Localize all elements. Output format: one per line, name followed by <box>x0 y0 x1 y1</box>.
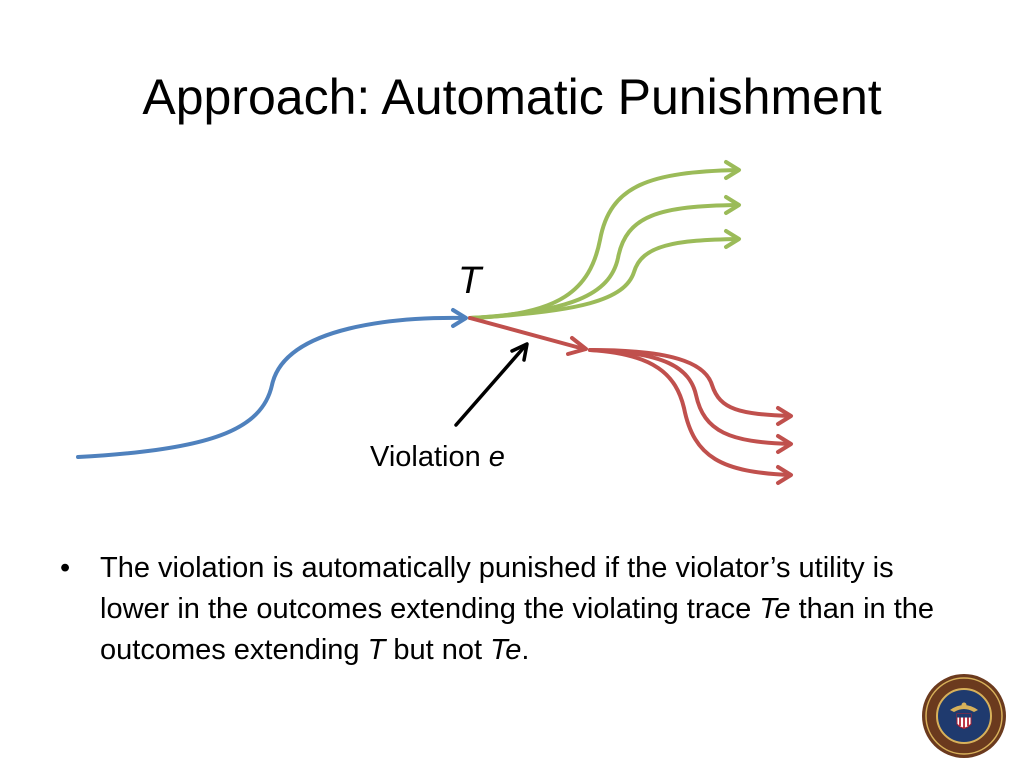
seal-chain-ring <box>936 688 992 744</box>
green-branch-1 <box>468 168 740 320</box>
bullet-text-part: but not <box>385 634 491 666</box>
violation-e-segment <box>468 316 586 351</box>
violation-label: Violation e <box>370 438 505 476</box>
navy-seal-icon <box>922 674 1006 758</box>
violation-e-arrowhead <box>566 336 588 356</box>
bullet-text-part: Te <box>759 593 791 625</box>
slide-title: Approach: Automatic Punishment <box>142 69 882 125</box>
red-branch-3-arrowhead <box>776 465 793 485</box>
green-branch-3-arrowhead <box>724 229 741 249</box>
trace-t-label: T <box>458 260 482 302</box>
seal-eagle-head <box>961 702 967 708</box>
bullet-text-part: The violation is automatically punished … <box>100 552 894 625</box>
trace-t-curve <box>76 315 466 459</box>
green-branch-2 <box>468 203 740 320</box>
bullet-text-part: . <box>521 634 530 666</box>
red-branch-1-arrowhead <box>776 406 793 426</box>
bullet-text: The violation is automatically punished … <box>100 548 960 671</box>
seal-gold-ring <box>925 677 1003 755</box>
violation-pointer-arrowhead <box>510 342 529 362</box>
violation-pointer-line <box>454 343 528 427</box>
bullet-text-part: Te <box>490 634 522 666</box>
green-branch-3 <box>468 237 740 320</box>
seal-shield-chief <box>957 714 971 718</box>
violation-label-prefix: Violation <box>370 441 489 473</box>
red-branch-3 <box>588 348 792 477</box>
bullet-text-part: T <box>367 634 386 666</box>
red-branch-2-arrowhead <box>776 434 793 454</box>
seal-eagle-wings <box>950 705 978 712</box>
red-branch-2 <box>588 348 792 446</box>
bullet-point: • The violation is automatically punishe… <box>60 548 960 671</box>
green-branch-2-arrowhead <box>724 195 741 215</box>
violation-label-variable: e <box>488 441 505 473</box>
bullet-text-part: than in the outcomes extending <box>100 593 935 666</box>
bullet-marker: • <box>60 552 71 584</box>
green-branch-1-arrowhead <box>724 160 741 180</box>
trace-t-arrowhead <box>451 308 468 328</box>
red-branch-1 <box>588 348 792 418</box>
